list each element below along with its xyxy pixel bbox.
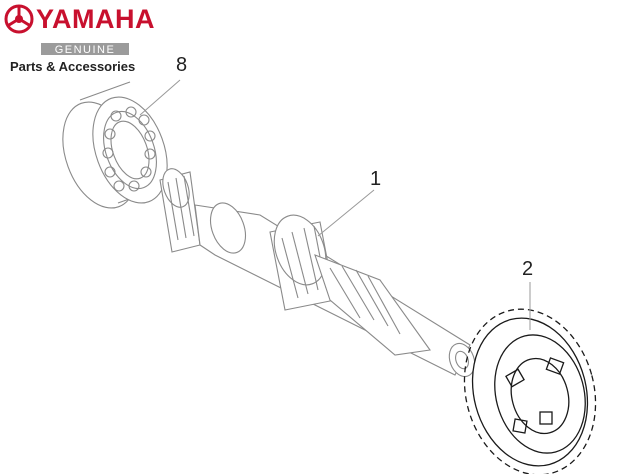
shaft-leader-line <box>317 189 375 237</box>
main-axle-part <box>159 168 476 378</box>
genuine-badge: GENUINE <box>41 43 129 56</box>
brand-name: YAMAHA <box>36 4 156 34</box>
callout-label-8: 8 <box>176 54 188 76</box>
callout-label-1: 1 <box>370 168 382 190</box>
tagline: Parts & Accessories <box>10 59 136 74</box>
gear-part <box>463 308 597 474</box>
yamaha-logo: YAMAHA GENUINE Parts & Accessories <box>4 4 164 74</box>
callout-label-2: 2 <box>522 258 534 280</box>
bearing-part <box>62 81 168 209</box>
genuine-label: GENUINE <box>55 44 116 56</box>
bearing-leader-line <box>139 79 181 116</box>
tuning-fork-emblem-icon <box>4 4 34 34</box>
